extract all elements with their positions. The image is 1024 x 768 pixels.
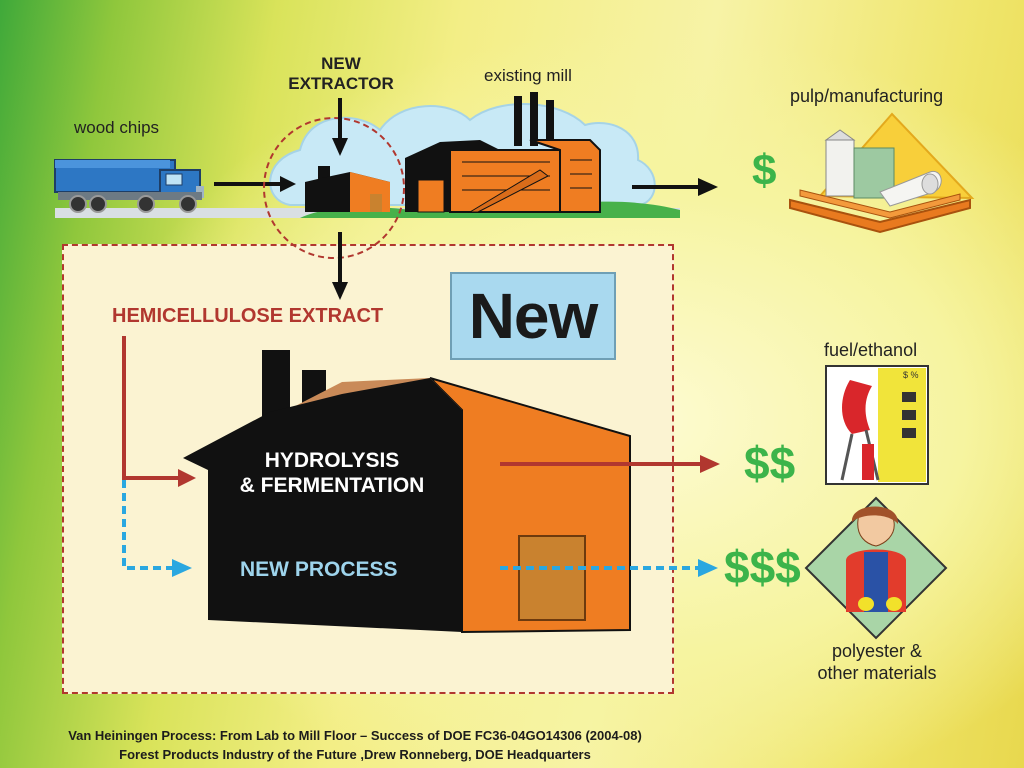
new-extractor-line1: NEW [321,54,361,73]
new-badge-text: New [468,280,599,352]
new-extractor-label: NEW EXTRACTOR [279,54,403,94]
hemicellulose-extract-label: HEMICELLULOSE EXTRACT [112,305,384,327]
hydrolysis-line1: HYDROLYSIS [264,449,400,472]
money-pulp: $ [752,146,777,195]
existing-mill-label: existing mill [484,66,572,85]
hydrolysis-factory-building-icon [183,350,631,634]
footer-citation: Van Heiningen Process: From Lab to Mill … [0,726,710,764]
arrow-mill-to-pulp [632,178,718,196]
footer-line1: Van Heiningen Process: From Lab to Mill … [68,728,642,743]
fuel-ethanol-label: fuel/ethanol [824,340,918,360]
wood-chips-label: wood chips [74,118,160,137]
footer-line2: Forest Products Industry of the Future ,… [119,747,591,762]
existing-mill-icon [405,92,601,213]
arrow-down-into-extractor [332,98,348,156]
arrow-chips-to-extractor [214,176,296,192]
new-process-label: NEW PROCESS [240,558,398,581]
pulp-manufacturing-label: pulp/manufacturing [790,86,944,106]
polyester-line2: other materials [817,663,937,683]
arrow-extractor-to-hemicellulose [332,232,348,300]
arrow-factory-to-polyester [500,559,718,577]
extractor-highlight-circle [263,117,405,259]
arrow-hemicellulose-to-hydrolysis [122,336,196,487]
money-polyester: $$$ [724,541,801,593]
polyester-line1: polyester & [831,641,923,661]
fuel-pump-icon [825,365,929,485]
arrow-dashed-to-new-process [122,480,192,577]
new-extractor-line2: EXTRACTOR [288,74,394,93]
pump-sign-text: $ % [903,370,919,380]
polyester-label: polyester & other materials [806,640,948,684]
polyester-person-icon [804,496,948,640]
money-fuel: $$ [744,437,796,489]
new-extractor-building-icon [305,166,390,212]
arrow-factory-to-fuel [500,455,720,473]
pulp-products-icon [789,112,975,234]
hydrolysis-label: HYDROLYSIS & FERMENTATION [222,448,442,498]
new-badge: New [450,272,616,360]
hydrolysis-line2: & FERMENTATION [239,474,425,497]
wood-chips-truck-icon [54,159,204,213]
